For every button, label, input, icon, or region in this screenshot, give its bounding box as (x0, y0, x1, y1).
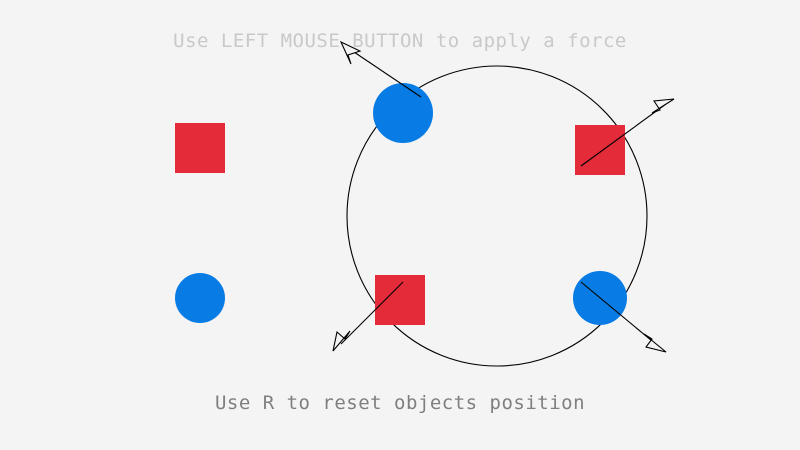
body-square-bottom-center[interactable] (375, 275, 425, 325)
force-vector-circle-top-center (347, 47, 422, 98)
hint-text-bottom: Use R to reset objects position (214, 392, 586, 414)
body-circle-static-left[interactable] (175, 273, 225, 323)
hint-text-top: Use LEFT MOUSE BUTTON to apply a force (173, 30, 627, 52)
force-vector-square-bottom-center (340, 281, 404, 345)
body-square-static-left[interactable] (175, 123, 225, 173)
boundary-circle (346, 65, 648, 367)
force-arrowhead-up-right (651, 98, 675, 114)
force-arrowhead-down-right (643, 333, 667, 353)
force-arrowhead-down-left (332, 330, 351, 352)
body-circle-top-center[interactable] (373, 83, 433, 143)
body-square-top-right[interactable] (575, 125, 625, 175)
force-arrowhead-up-left (339, 40, 362, 65)
force-vector-square-top-right (580, 103, 667, 167)
